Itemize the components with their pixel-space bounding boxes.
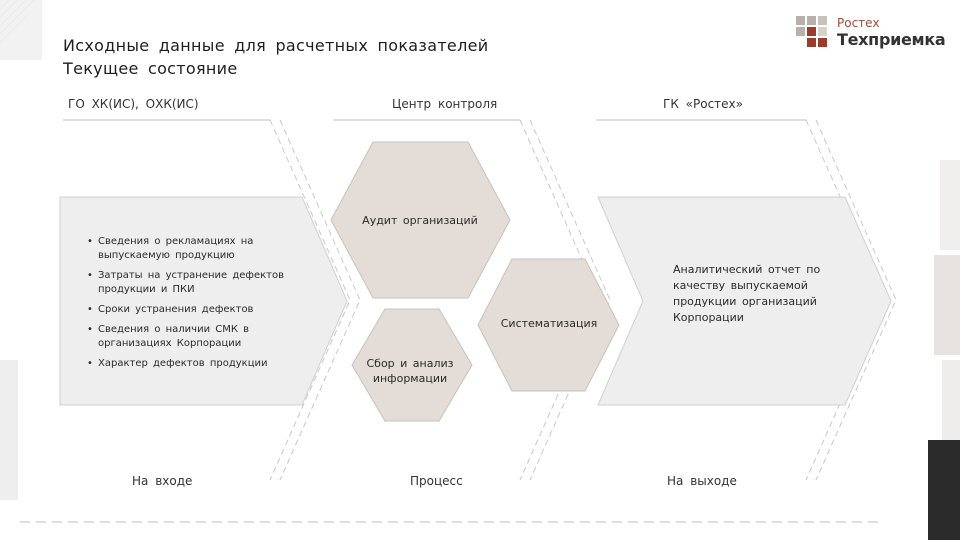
bottom-left-decor [0,360,18,500]
center-column-footer: Процесс [410,474,463,488]
right-decor-strip [928,0,960,540]
list-item: Сроки устранения дефектов [87,303,286,317]
page-subtitle: Текущее состояние [63,59,238,78]
audit-hexagon [330,141,511,299]
right-column-header: ГК «Ростех» [663,97,743,111]
logo-line2: Техприемка [837,30,946,49]
audit-label: Аудит организаций [362,214,478,227]
collection-label: Сбор и анализ информации [366,357,454,385]
left-column-footer: На входе [132,474,193,488]
page-title: Исходные данные для расчетных показателе… [63,36,489,55]
list-item: Сведения о рекламациях на выпускаемую пр… [87,235,286,263]
center-column-header: Центр контроля [392,97,498,111]
chevron-guides [269,119,897,481]
list-item: Характер дефектов продукции [87,357,286,371]
corner-hatch [0,0,40,50]
right-column-footer: На выходе [667,474,737,488]
list-item: Сведения о наличии СМК в организациях Ко… [87,323,286,351]
output-arrow-shape [597,196,892,406]
systematization-hexagon [477,258,620,392]
left-column-header: ГО ХК(ИС), ОХК(ИС) [68,97,199,111]
page-number: 1 [912,500,923,521]
squares-grid-logo-icon [796,16,827,47]
systematization-label: Систематизация [500,317,598,330]
input-list: Сведения о рекламациях на выпускаемую пр… [86,235,286,377]
rostec-logo: Ростех Техприемка [796,16,946,50]
logo-line1: Ростех [837,16,880,30]
collection-hexagon [351,308,473,422]
output-text: Аналитический отчет по качеству выпускае… [673,263,821,324]
list-item: Затраты на устранение дефектов продукции… [87,269,286,297]
